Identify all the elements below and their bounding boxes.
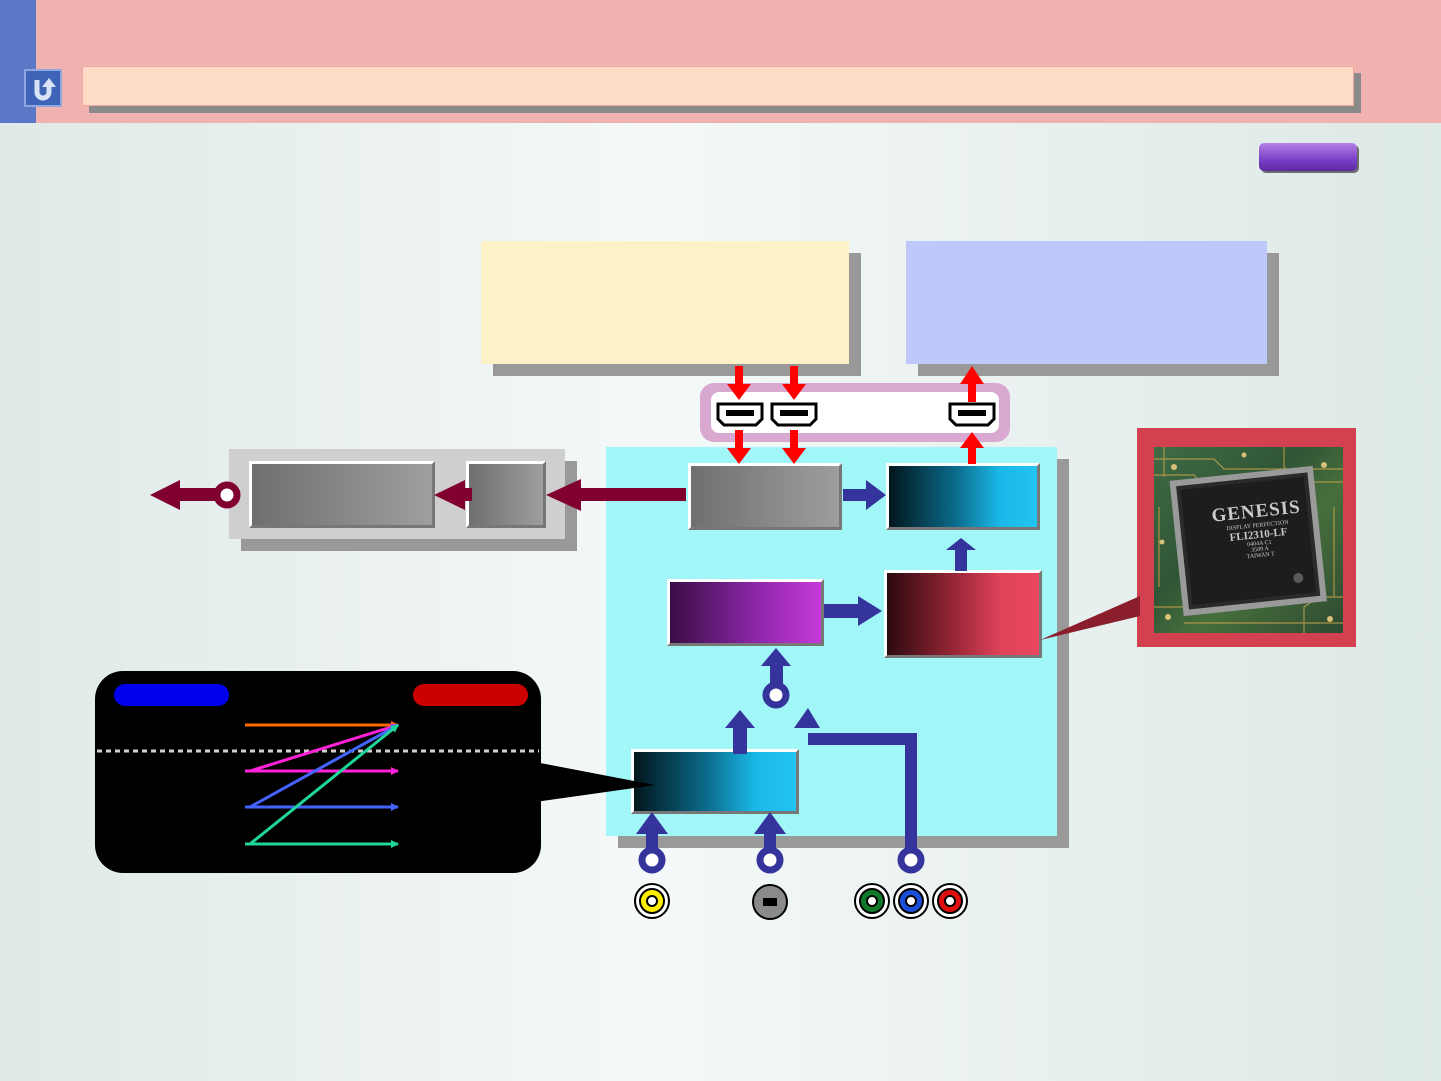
composite-jack-icon	[634, 883, 670, 919]
video-flow-arrows	[725, 480, 976, 754]
audio-output-node	[213, 481, 241, 509]
progressive-pill	[413, 684, 528, 706]
composite-input-node	[638, 846, 666, 874]
retrace-green	[249, 723, 399, 846]
retrace-blue	[249, 723, 399, 809]
component-input-node	[897, 846, 925, 874]
purple-button[interactable]	[1259, 143, 1357, 171]
pcb-traces-icon	[1154, 447, 1343, 633]
video-decoder-block	[631, 749, 799, 814]
retrace-magenta	[249, 723, 399, 773]
audio-amplifier-block	[249, 461, 435, 528]
source-devices-box	[481, 241, 849, 364]
component-red-jack-icon	[932, 883, 968, 919]
hdmi-receiver-block	[688, 463, 842, 530]
scaler-chip-block	[884, 570, 1042, 658]
decoder-callout-pointer	[535, 762, 655, 802]
back-button[interactable]	[24, 69, 62, 107]
chip-photo: GENESIS DISPLAY PERFECTION FLI2310-LF 04…	[1154, 447, 1343, 633]
component-feed-line	[808, 733, 917, 858]
output-device-box	[906, 241, 1267, 364]
hdmi-port-icons	[716, 402, 996, 427]
s-video-input-node	[756, 846, 784, 874]
deinterlacer-block	[667, 579, 824, 646]
audio-flow-arrows	[150, 479, 686, 511]
hdmi-transmitter-block	[886, 463, 1040, 530]
interlaced-pill	[114, 684, 229, 706]
scan-line-diagram	[245, 721, 399, 848]
s-video-jack-icon	[752, 884, 788, 920]
return-arrow-icon	[34, 78, 56, 101]
component-blue-jack-icon	[893, 883, 929, 919]
page-title	[82, 66, 1354, 106]
hdmi-arrows	[727, 366, 984, 464]
deinterlacer-input-node	[762, 681, 790, 709]
chip-callout-pointer	[1040, 596, 1140, 640]
component-green-jack-icon	[854, 883, 890, 919]
input-nodes	[638, 681, 925, 874]
